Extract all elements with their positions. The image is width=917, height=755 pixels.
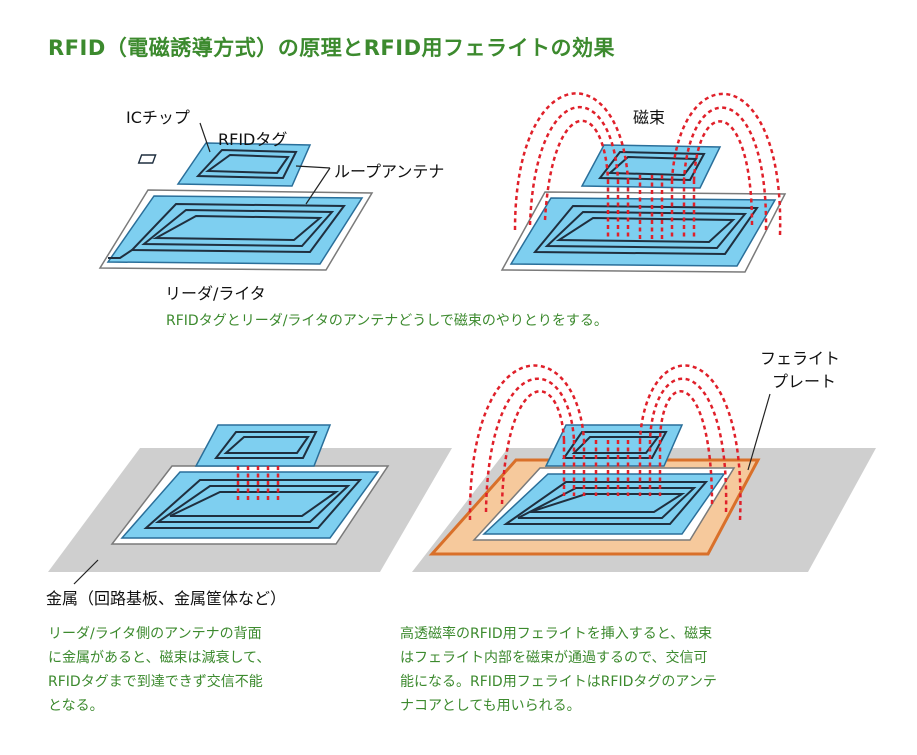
- magnetic-flux-lines-top: [513, 92, 782, 240]
- reader-writer-antenna-top-left: [98, 189, 374, 271]
- leader-lines-top-left: [199, 122, 331, 205]
- left-description: リーダ/ライタ側のアンテナの背面 に金属があると、磁束は減衰して、 RFIDタグ…: [48, 622, 270, 718]
- ferrite-leader-line: [747, 393, 771, 471]
- right-description: 高透磁率のRFID用フェライトを挿入すると、磁束 はフェライト内部を磁束が通過す…: [400, 622, 717, 718]
- ferrite-plate-label-line1: フェライト: [760, 349, 841, 368]
- blocked-flux-lines: [236, 466, 280, 500]
- top-caption: RFIDタグとリーダ/ライタのアンテナどうしで磁束のやりとりをする。: [166, 313, 608, 329]
- right-description-line: はフェライト内部を磁束が通過するので、交信可: [400, 650, 708, 666]
- magnetic-flux-lines-bottom: [468, 364, 742, 521]
- ic-chip-label: ICチップ: [126, 108, 190, 127]
- reader-writer-label: リーダ/ライタ: [165, 284, 266, 303]
- rfid-tag-bottom-right: [544, 424, 684, 467]
- reader-writer-antenna-bottom-left: [110, 465, 390, 545]
- rfid-tag-top-right: [580, 144, 722, 189]
- left-description-line: RFIDタグまで到達できず交信不能: [48, 674, 263, 690]
- reader-writer-antenna-top-right: [500, 191, 787, 273]
- right-description-line: ナコアとしても用いられる。: [400, 698, 581, 714]
- left-description-line: となる。: [48, 698, 104, 714]
- right-description-line: 高透磁率のRFID用フェライトを挿入すると、磁束: [400, 626, 713, 642]
- ic-chip-shape: [137, 154, 157, 164]
- rfid-tag-bottom-left: [194, 424, 332, 467]
- left-description-line: リーダ/ライタ側のアンテナの背面: [48, 626, 262, 642]
- magnetic-flux-label: 磁束: [633, 108, 666, 127]
- left-description-line: に金属があると、磁束は減衰して、: [48, 650, 271, 666]
- metal-leader-line: [73, 559, 99, 585]
- rfid-tag-label: RFIDタグ: [218, 130, 288, 149]
- loop-antenna-label: ループアンテナ: [334, 162, 445, 181]
- page-title: RFID（電磁誘導方式）の原理とRFID用フェライトの効果: [48, 36, 616, 60]
- rfid-tag-top-left: [137, 142, 312, 187]
- right-description-line: 能になる。RFID用フェライトはRFIDタグのアンテ: [400, 674, 717, 690]
- ferrite-plate-label-line2: プレート: [772, 372, 837, 391]
- metal-label: 金属（回路基板、金属筐体など）: [46, 589, 287, 608]
